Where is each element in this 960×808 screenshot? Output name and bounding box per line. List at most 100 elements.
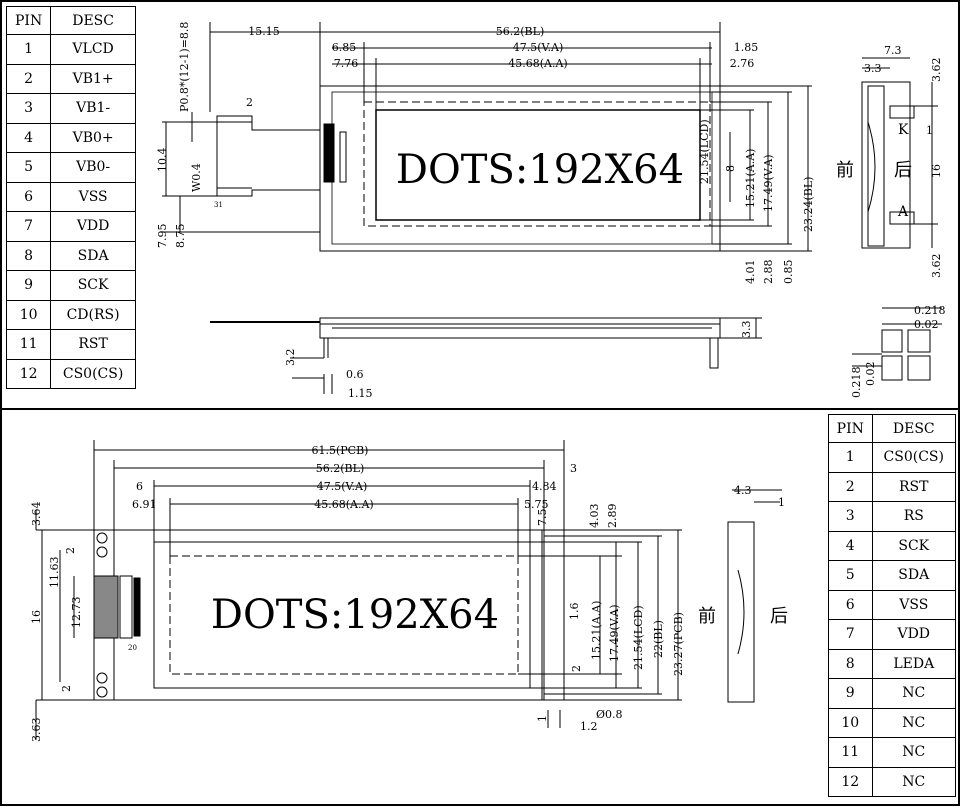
dim-label: 22(BL) [652,620,665,658]
dim-label: 16 [930,164,943,178]
pin-number-label: 20 [128,644,137,652]
dim-label: 4.84 [532,480,557,493]
dim-label: 1 [926,124,933,137]
dim-label: 3.62 [930,58,943,83]
dim-label: 15.21(A.A) [744,149,757,208]
dim-label: 17.49(V.A) [608,604,621,662]
bottom-mechanical-drawing: DOTS:192X64 61.5(PCB) 56.2(BL) 3 6 47.5(… [30,440,788,743]
back-label: 后 [894,160,912,181]
dim-label: 45.68(A.A) [508,57,567,70]
pin-desc-cell: VDD [871,619,957,650]
dim-label: 1.2 [580,720,598,733]
dim-label: 2 [60,685,73,692]
dim-label: 3.3 [740,321,753,339]
dim-label: 2 [64,547,77,554]
active-area-outline [169,555,519,675]
dim-label: 4.03 [588,504,601,529]
pin-number-cell: 2 [5,63,52,94]
dim-label: 7.76 [334,57,359,70]
front-label: 前 [698,606,716,627]
dim-label: 2.88 [762,260,775,285]
dim-label: 2.76 [730,57,755,70]
dim-label: 8 [724,165,737,172]
desc-header: DESC [871,414,957,443]
pin-number-cell: 11 [5,329,52,360]
dim-label: 11.63 [48,557,61,589]
dim-label: 7.95 [156,224,169,249]
pin-desc-cell: VSS [871,589,957,620]
dim-label: 23.27(PCB) [672,612,685,676]
dim-label: P0.8*(12-1)=8.8 [178,22,191,112]
dim-label: 12.73 [70,597,83,629]
screen-resolution-label: DOTS:192X64 [396,147,684,193]
desc-header: DESC [50,6,136,35]
dim-label: 0.218 [850,367,863,399]
anode-label: A [897,204,909,220]
dim-label: 0.6 [346,368,364,381]
dim-label: 4.01 [744,260,757,285]
dim-label: 45.68(A.A) [314,498,373,511]
pin-number-cell: 11 [828,737,873,768]
pin-desc-cell: VB1- [50,93,136,124]
dim-label: 3 [570,462,577,475]
pin-desc-cell: VSS [50,181,136,212]
dim-label: 56.2(BL) [316,462,364,475]
dim-label: 1.85 [734,41,759,54]
backlight-outline [319,85,721,252]
pin-header: PIN [5,6,52,35]
dim-label: 23.24(BL) [802,177,815,232]
screen-resolution-label: DOTS:192X64 [211,592,499,638]
dim-label: 5.75 [524,498,549,511]
pin-desc-cell: SDA [871,560,957,591]
pin-number-cell: 8 [828,648,873,679]
dim-label: 2.89 [606,504,619,529]
dim-label: 47.5(V.A) [317,480,368,493]
dim-label: 1 [778,496,785,509]
dim-label: 47.5(V.A) [513,41,564,54]
pin-number-cell: 12 [5,358,52,389]
back-label: 后 [770,606,788,627]
dim-label: 4.3 [734,484,752,497]
dim-label: 7.3 [884,44,902,57]
pin-desc-cell: RS [871,501,957,532]
dim-label: W0.4 [190,163,203,192]
dim-label: 3.64 [30,502,43,527]
dim-label: 61.5(PCB) [312,444,369,457]
dim-label: 3.63 [30,718,43,743]
top-mechanical-drawing: DOTS:192X64 15.15 56.2(BL) 6.85 47.5(V.A… [156,22,946,400]
pin-desc-cell: CD(RS) [50,299,136,330]
dim-label: 2 [570,665,583,672]
pin-number-cell: 5 [5,152,52,183]
dim-label: 6.85 [332,41,357,54]
dim-label: Ø0.8 [596,708,623,721]
dim-label: 8.75 [174,224,187,249]
pin-number-cell: 5 [828,560,873,591]
dim-label: 17.49(V.A) [762,154,775,212]
dim-label: 7.5 [536,509,549,527]
pin-number-cell: 3 [5,93,52,124]
pin-desc-cell: CS0(CS) [50,358,136,389]
viewing-area-outline [363,101,711,227]
dim-label: 1.15 [348,387,373,400]
pin-desc-cell: NC [871,766,957,797]
pin-number-cell: 4 [828,530,873,561]
pin-desc-cell: RST [871,471,957,502]
dim-label: 16 [30,610,43,624]
pin-desc-cell: LEDA [871,648,957,679]
pin-header: PIN [828,414,873,443]
dim-label: 15.21(A.A) [590,601,603,660]
